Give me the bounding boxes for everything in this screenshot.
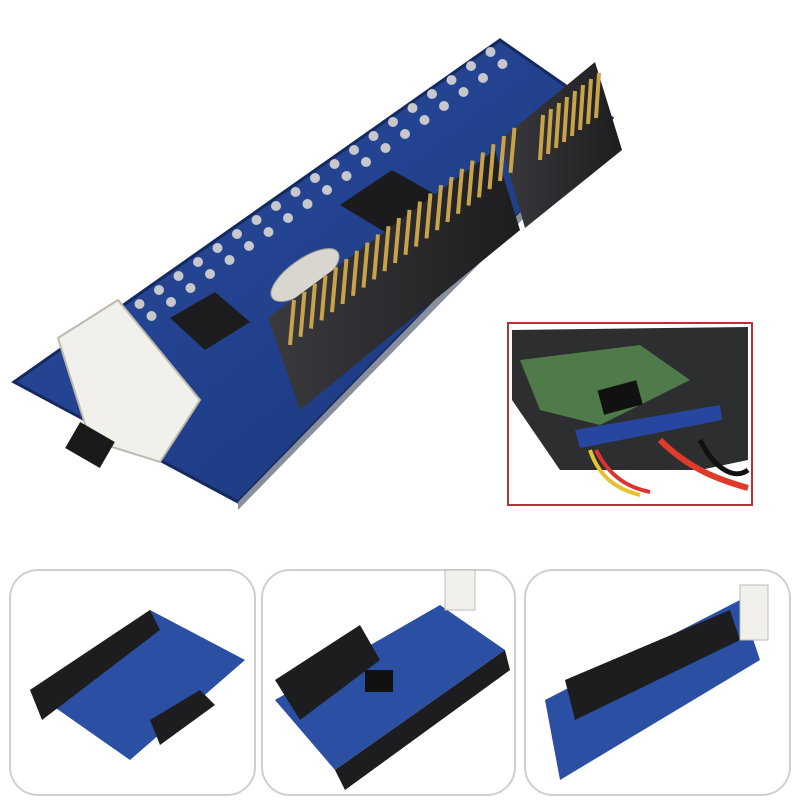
ide-pin — [290, 187, 301, 197]
gold-contact — [340, 258, 349, 305]
gold-contact — [538, 114, 545, 161]
ide-pin — [302, 199, 313, 209]
ide-pin — [446, 75, 457, 85]
ide-pin — [212, 243, 223, 253]
gold-contact — [372, 234, 380, 280]
ide-pin — [478, 73, 488, 83]
ide-pin — [263, 227, 274, 237]
ide-pin — [224, 255, 235, 265]
gold-contact — [487, 144, 496, 190]
ide-pin — [185, 283, 196, 293]
molex-power-connector — [56, 298, 202, 464]
gold-contact — [546, 108, 553, 155]
voltage-regulator — [170, 292, 250, 350]
gold-contact — [330, 267, 338, 313]
gold-contact — [578, 84, 585, 131]
ide-pin — [368, 131, 379, 141]
ide-pin — [251, 215, 262, 225]
ide-pin — [341, 171, 352, 181]
gold-contact — [351, 250, 359, 296]
gold-contact — [435, 185, 443, 231]
ide-pin — [361, 157, 371, 167]
thumbnail-1 — [9, 569, 256, 796]
ide-pin — [349, 145, 359, 155]
thumbnail-2 — [261, 569, 516, 796]
ide-pin — [283, 213, 293, 223]
ide-pin — [271, 201, 281, 211]
ide-pin — [466, 61, 476, 71]
ide-pin — [329, 159, 340, 169]
gold-contact — [424, 193, 433, 239]
ide-pin — [458, 87, 469, 97]
sata-gold-contacts — [288, 72, 601, 346]
gold-contact — [554, 102, 561, 149]
ide-pin — [134, 299, 145, 309]
ide-pin — [146, 311, 157, 321]
ide-pin — [232, 229, 242, 239]
gold-contact — [288, 299, 296, 346]
ide-pin — [173, 271, 184, 281]
gold-contact — [445, 176, 454, 223]
gold-contact — [477, 152, 485, 198]
gold-contact — [594, 72, 601, 119]
gold-contact — [498, 135, 506, 182]
ide-pin — [407, 103, 418, 113]
gold-contact — [508, 127, 517, 173]
ide-pin — [388, 117, 398, 127]
ide-pin — [439, 101, 449, 111]
ide-pin — [166, 297, 176, 307]
ide-pin — [193, 257, 203, 267]
gold-contact — [586, 78, 593, 125]
gold-contact — [361, 242, 370, 288]
ide-pin — [380, 143, 391, 153]
gold-contact — [382, 226, 391, 272]
ide-pin — [154, 285, 164, 295]
ide-pin — [485, 47, 496, 57]
inset-installed-photo — [507, 322, 753, 506]
gold-contact — [456, 168, 464, 214]
gold-contact — [414, 201, 422, 247]
sata-data-connector — [268, 150, 520, 410]
ide-pin — [205, 269, 215, 279]
gold-contact — [319, 275, 328, 321]
ide-pin — [427, 89, 437, 99]
gold-contact — [403, 209, 412, 255]
gold-contact — [393, 217, 401, 264]
gold-contact — [570, 90, 577, 137]
ide-pin — [400, 129, 410, 139]
gold-contact — [562, 96, 569, 143]
gold-contact — [298, 291, 307, 337]
gold-contact — [466, 160, 475, 206]
ide-pin — [244, 241, 254, 251]
ide-pin — [310, 173, 320, 183]
ide-pin — [322, 185, 332, 195]
gold-contact — [309, 283, 317, 329]
controller-chip — [340, 170, 445, 238]
sata-power-connector — [500, 62, 622, 228]
thumbnail-3 — [524, 569, 791, 796]
ide-pin — [419, 115, 430, 125]
main-adapter-board — [11, 38, 622, 510]
ide-pin — [497, 59, 508, 69]
